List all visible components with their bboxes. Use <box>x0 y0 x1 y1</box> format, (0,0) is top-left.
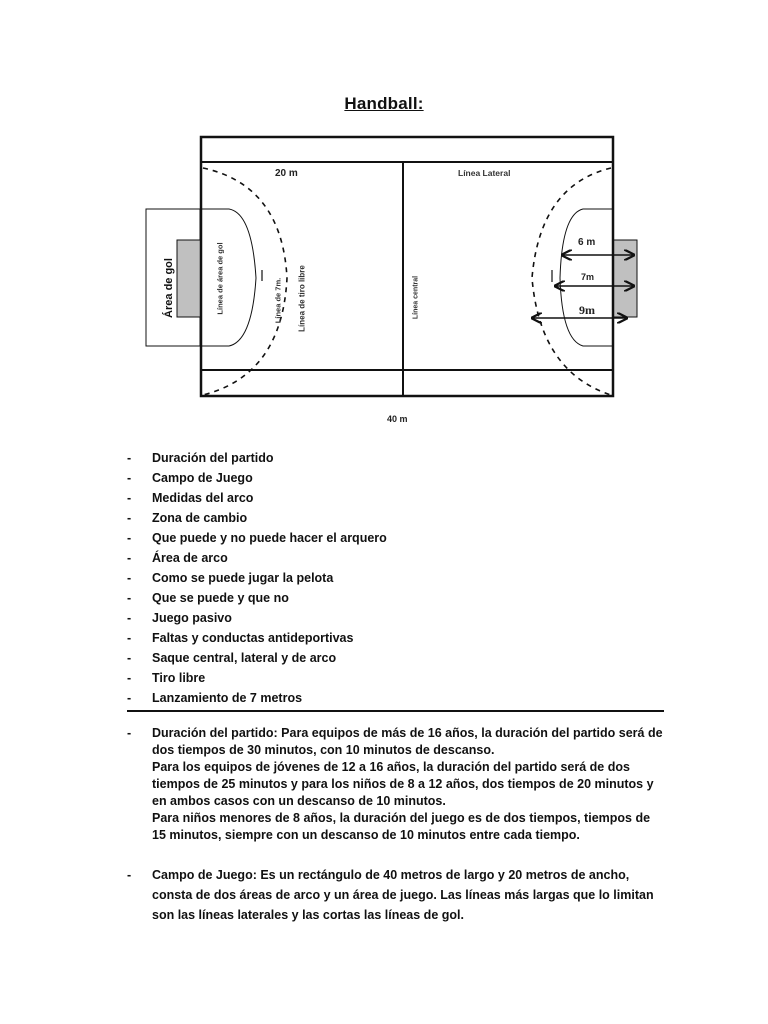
topics-list: -Duración del partido -Campo de Juego -M… <box>127 448 667 708</box>
left-goal <box>176 239 202 318</box>
list-item: -Lanzamiento de 7 metros <box>127 691 303 705</box>
dist-7m-label: 7m <box>581 272 595 282</box>
sideline-label: Línea Lateral <box>458 168 511 178</box>
court-lines <box>145 135 638 398</box>
free-throw-line-label: Línea de tiro libre <box>297 265 307 332</box>
paragraph: Para los equipos de jóvenes de 12 a 16 a… <box>152 760 654 808</box>
list-item: -Duración del partido <box>127 451 274 465</box>
right-goal <box>612 239 638 318</box>
width-label: 20 m <box>275 168 298 179</box>
paragraph: Duración del partido: Para equipos de má… <box>152 726 663 757</box>
section-divider <box>127 710 664 712</box>
list-item: -Faltas y conductas antideportivas <box>127 631 354 645</box>
section-field: - Campo de Juego: Es un rectángulo de 40… <box>127 865 667 925</box>
page-title: Handball: <box>344 94 424 113</box>
goal-area-line-label: Línea de área de gol <box>215 242 225 315</box>
court-boundary <box>199 135 615 398</box>
paragraph: Campo de Juego: Es un rectángulo de 40 m… <box>152 868 654 922</box>
list-item: -Que se puede y que no <box>127 591 289 605</box>
list-item: -Área de arco <box>127 551 228 565</box>
list-item: -Como se puede jugar la pelota <box>127 571 334 585</box>
handball-court-diagram: 20 m Línea Lateral 40 m 6 m 7m 9m Área d… <box>0 0 768 430</box>
center-line-label: Línea central <box>412 275 420 320</box>
list-item: -Campo de Juego <box>127 471 253 485</box>
paragraph: Para niños menores de 8 años, la duració… <box>152 811 651 842</box>
list-item: -Que puede y no puede hacer el arquero <box>127 531 387 545</box>
list-item: -Medidas del arco <box>127 491 254 505</box>
dist-6m-label: 6 m <box>578 237 596 248</box>
list-item: -Tiro libre <box>127 671 206 685</box>
section-duration: - Duración del partido: Para equipos de … <box>127 725 667 844</box>
list-item: -Saque central, lateral y de arco <box>127 651 337 665</box>
dist-9m-label: 9m <box>579 303 595 317</box>
list-item: -Juego pasivo <box>127 611 232 625</box>
goal-area-label: Área de gol <box>163 258 175 318</box>
list-item: -Zona de cambio <box>127 511 248 525</box>
length-label: 40 m <box>387 414 408 424</box>
seven-m-line-label: Línea de 7m. <box>273 277 283 324</box>
